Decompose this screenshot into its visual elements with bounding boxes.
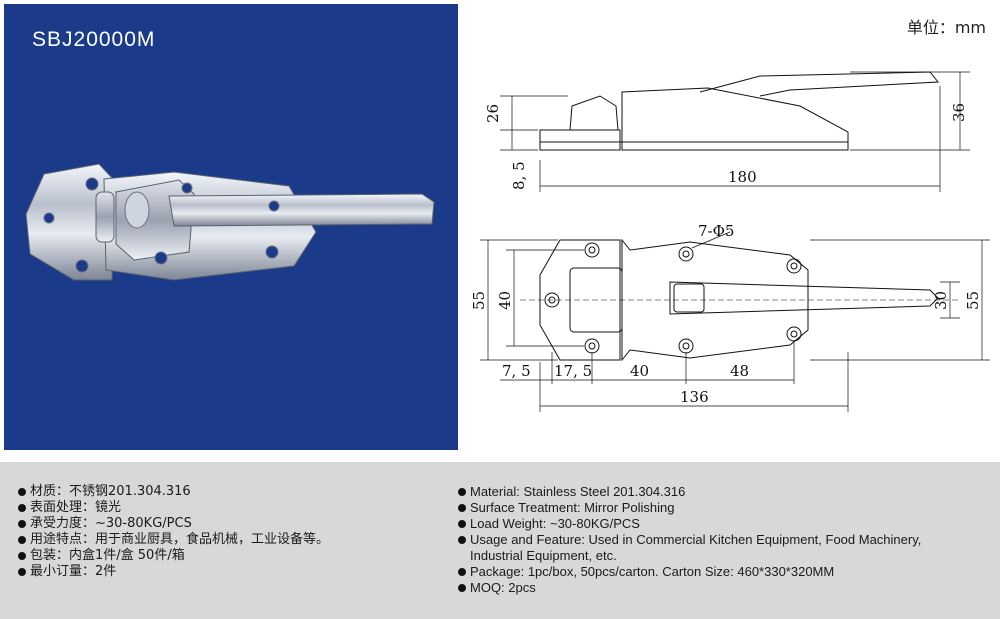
spec-item-en: Usage and Feature: Used in Commercial Ki… bbox=[456, 532, 991, 548]
spec-item-en: MOQ: 2pcs bbox=[456, 580, 991, 596]
spec-item-en: Load Weight: ~30-80KG/PCS bbox=[456, 516, 991, 532]
spec-item-en: Material: Stainless Steel 201.304.316 bbox=[456, 484, 991, 500]
dim-width-hole-spacing: 40 bbox=[496, 291, 514, 310]
technical-drawing: 26 8, 5 36 180 7-Φ5 55 40 30 55 7, 5 17,… bbox=[470, 71, 990, 412]
latch-photo bbox=[25, 163, 435, 281]
dim-width-outer: 55 bbox=[470, 291, 488, 310]
product-photo-panel: SBJ20000M bbox=[4, 4, 458, 450]
spec-list-en: Material: Stainless Steel 201.304.316 Su… bbox=[456, 484, 991, 596]
spec-list-cn: 材质：不锈钢201.304.316 表面处理：镜光 承受力度：~30-80KG/… bbox=[16, 484, 436, 580]
dim-height-body: 26 bbox=[484, 104, 502, 123]
spec-item-en-continued: Industrial Equipment, etc. bbox=[470, 548, 617, 563]
spec-item-en: Surface Treatment: Mirror Polishing bbox=[456, 500, 991, 516]
spec-item-en: Package: 1pc/box, 50pcs/carton. Carton S… bbox=[456, 564, 991, 580]
spec-item-cn: 用途特点：用于商业厨具，食品机械，工业设备等。 bbox=[16, 532, 436, 548]
dim-width-handle: 30 bbox=[932, 291, 950, 310]
spec-item-cn: 材质：不锈钢201.304.316 bbox=[16, 484, 436, 500]
top-view-outline bbox=[539, 239, 621, 361]
dim-height-total: 36 bbox=[950, 103, 968, 122]
spec-item-cn: 承受力度：~30-80KG/PCS bbox=[16, 516, 436, 532]
spec-band: 材质：不锈钢201.304.316 表面处理：镜光 承受力度：~30-80KG/… bbox=[0, 462, 1000, 619]
dim-length-body: 136 bbox=[680, 388, 709, 406]
model-title: SBJ20000M bbox=[32, 28, 156, 51]
dim-length-total: 180 bbox=[728, 168, 757, 186]
dim-spacing-1: 40 bbox=[630, 362, 649, 380]
dim-offset-2: 17, 5 bbox=[554, 362, 592, 380]
dim-spacing-2: 48 bbox=[730, 362, 749, 380]
dim-width-right: 55 bbox=[964, 291, 982, 310]
dim-base-thickness: 8, 5 bbox=[510, 161, 528, 190]
side-view-outline bbox=[539, 129, 621, 151]
spec-item-cn: 最小订量：2件 bbox=[16, 564, 436, 580]
unit-label: 单位：mm bbox=[906, 18, 986, 37]
dim-holes: 7-Φ5 bbox=[698, 222, 734, 240]
spec-item-cn: 包装：内盒1件/盒 50件/箱 bbox=[16, 548, 436, 564]
dim-offset-1: 7, 5 bbox=[502, 362, 531, 380]
spec-item-cn: 表面处理：镜光 bbox=[16, 500, 436, 516]
